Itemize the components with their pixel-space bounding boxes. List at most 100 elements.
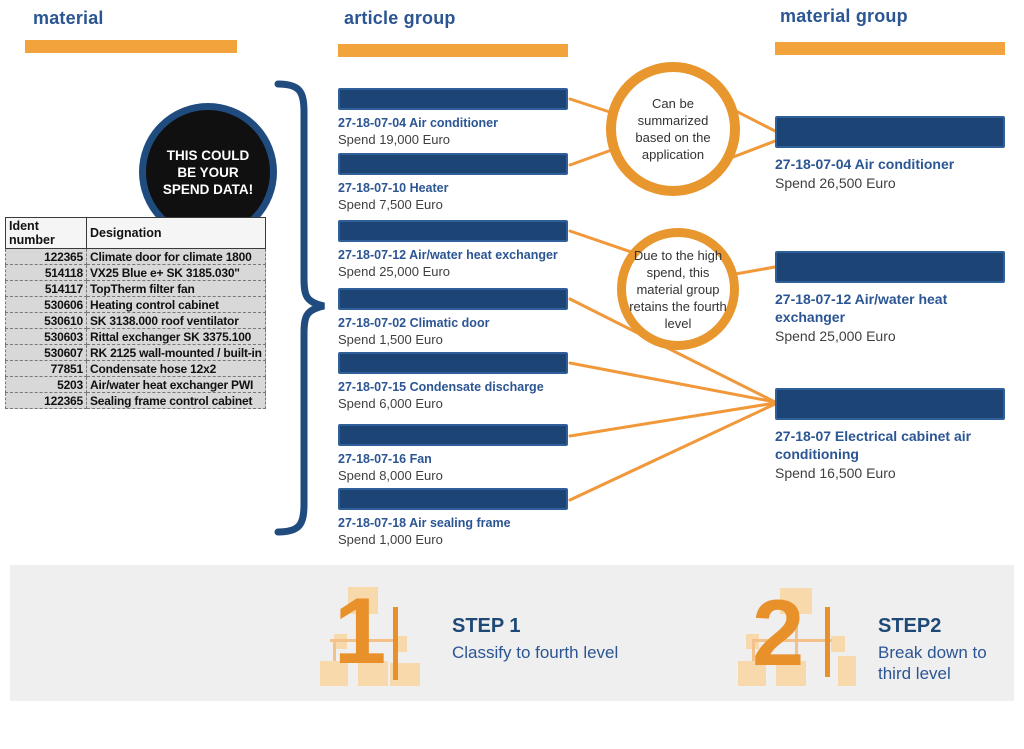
step2-number: 2 [752,580,805,685]
ident-table-header-ident: Ident number [5,217,87,249]
icon-square [780,588,812,614]
icon-bar [393,607,398,680]
designation-cell: TopTherm filter fan [86,280,266,297]
ident-cell: 530606 [5,296,87,313]
ident-cell: 77851 [5,360,87,377]
icon-square [831,636,845,652]
column-title-material-group: material group [780,6,908,26]
icon-bar [825,607,830,677]
icon-line [362,614,365,640]
ident-table-header-designation: Designation [86,217,266,249]
material-bar [775,388,1005,420]
material-spend: Spend 16,500 Euro [775,465,896,481]
article-spend: Spend 8,000 Euro [338,468,443,483]
icon-square [320,661,348,686]
article-group-item: 27-18-07-04 Air conditioner Spend 19,000… [338,88,568,147]
article-spend: Spend 1,500 Euro [338,332,443,347]
article-bar [338,153,568,175]
icon-line [752,639,755,661]
material-header-bar [25,40,237,53]
ident-cell: 5203 [5,376,87,393]
article-group-item: 27-18-07-10 Heater Spend 7,500 Euro [338,153,568,212]
article-bar [338,488,568,510]
ident-cell: 530610 [5,312,87,329]
material-label: 27-18-07 Electrical cabinet air conditio… [775,428,972,462]
material-group-item: 27-18-07-12 Air/water heat exchanger Spe… [775,251,1005,344]
icon-line [795,639,798,661]
material-spend: Spend 25,000 Euro [775,328,896,344]
designation-cell: Heating control cabinet [86,296,266,313]
designation-cell: Sealing frame control cabinet [86,392,266,409]
material-spend: Spend 26,500 Euro [775,175,896,191]
ident-cell: 530603 [5,328,87,345]
grouping-brace [274,80,325,536]
icon-square [776,661,806,686]
callout-summarize-text: Can be summarized based on the applicati… [635,96,711,162]
designation-cell: Climate door for climate 1800 [86,248,266,265]
icon-square [358,661,388,686]
article-bar [338,288,568,310]
article-group-item: 27-18-07-02 Climatic door Spend 1,500 Eu… [338,288,568,347]
callout-high-spend-circle: Due to the high spend, this material gro… [617,228,739,350]
material-bar [775,116,1005,148]
article-label: 27-18-07-04 Air conditioner [338,116,499,130]
step1-description: Classify to fourth level [452,643,619,662]
material-label: 27-18-07-04 Air conditioner [775,156,955,172]
ident-cell: 122365 [5,392,87,409]
article-bar [338,220,568,242]
icon-square [738,661,766,686]
article-label: 27-18-07-12 Air/water heat exchanger [338,248,558,262]
material-label: 27-18-07-12 Air/water heat exchanger [775,291,948,325]
article-spend: Spend 1,000 Euro [338,532,443,547]
article-bar [338,88,568,110]
article-spend: Spend 7,500 Euro [338,197,443,212]
designation-cell: VX25 Blue e+ SK 3185.030" [86,264,266,281]
ident-cell: 514118 [5,264,87,281]
article-spend: Spend 6,000 Euro [338,396,443,411]
ident-cell: 514117 [5,280,87,297]
article-group-header-bar [338,44,568,57]
article-bar [338,424,568,446]
designation-cell: RK 2125 wall-mounted / built-in [86,344,266,361]
column-title-material: material [33,8,104,28]
article-group-item: 27-18-07-18 Air sealing frame Spend 1,00… [338,488,568,547]
ident-cell: 530607 [5,344,87,361]
designation-cell: Air/water heat exchanger PWI [86,376,266,393]
material-group-header-bar [775,42,1005,55]
icon-line [795,614,798,640]
step1-title: STEP 1 [452,615,521,637]
callout-summarize-circle: Can be summarized based on the applicati… [606,62,740,196]
callout-high-spend-text: Due to the high spend, this material gro… [629,247,727,331]
article-label: 27-18-07-18 Air sealing frame [338,516,511,530]
icon-square [348,587,378,614]
article-label: 27-18-07-02 Climatic door [338,316,490,330]
article-label: 27-18-07-10 Heater [338,181,449,195]
step2-title: STEP2 [878,615,942,637]
article-group-item: 27-18-07-16 Fan Spend 8,000 Euro [338,424,568,483]
designation-cell: Condensate hose 12x2 [86,360,266,377]
article-label: 27-18-07-15 Condensate discharge [338,380,544,394]
article-group-item: 27-18-07-15 Condensate discharge Spend 6… [338,352,568,411]
article-label: 27-18-07-16 Fan [338,452,432,466]
material-bar [775,251,1005,283]
designation-cell: Rittal exchanger SK 3375.100 [86,328,266,345]
article-spend: Spend 19,000 Euro [338,132,451,147]
icon-line [362,639,365,661]
icon-square [838,656,856,686]
article-spend: Spend 25,000 Euro [338,264,451,279]
step1-hierarchy-icon: 1 [312,584,427,688]
spend-data-circle-text: THIS COULD BE YOUR SPEND DATA! [162,147,254,197]
